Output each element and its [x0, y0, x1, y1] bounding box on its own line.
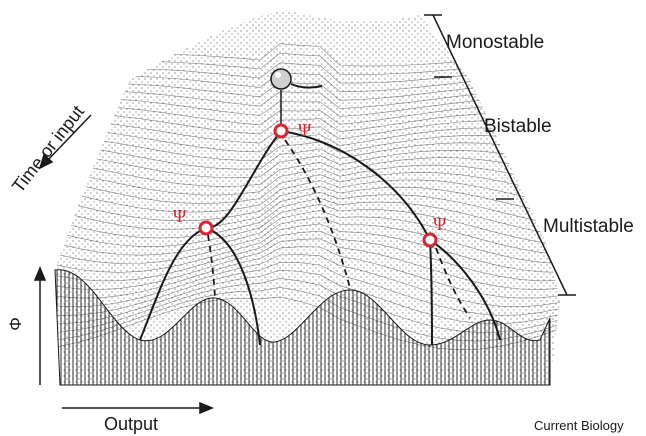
- bistable-label: Bistable: [484, 116, 552, 138]
- monostable-label: Monostable: [446, 32, 544, 54]
- psi-label-left: Ψ: [173, 206, 187, 226]
- psi-label-right: Ψ: [433, 214, 447, 234]
- multistable-label: Multistable: [543, 216, 634, 238]
- source-credit: Current Biology: [534, 418, 624, 433]
- output-axis-label: Output: [104, 414, 158, 435]
- phi-axis-label: Φ: [6, 317, 26, 331]
- psi-label-top: Ψ: [298, 120, 312, 140]
- landscape-surface: [40, 10, 560, 385]
